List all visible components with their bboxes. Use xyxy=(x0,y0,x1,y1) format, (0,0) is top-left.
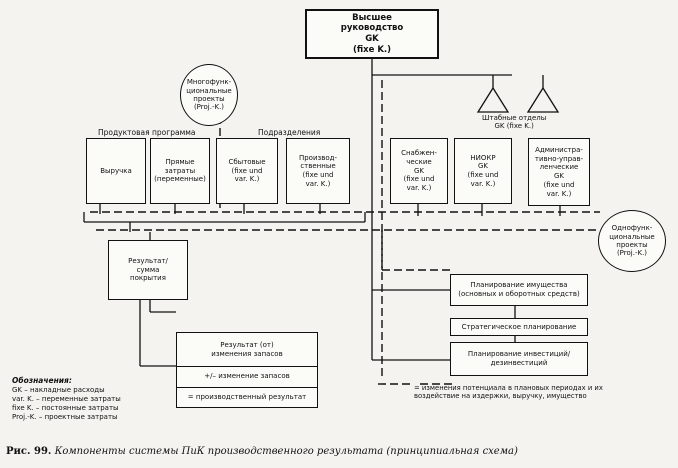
asset-planning-box: Планирование имущества (основных и оборо… xyxy=(450,274,588,306)
production-costs-box: Производ- ственные (fixe und var. K.) xyxy=(286,138,350,204)
top-management-box: Высшее руководство GK (fixe K.) xyxy=(305,9,439,59)
legend-item: GK – накладные расходы xyxy=(12,385,105,394)
inventory-result-title: Результат (от) изменения запасов xyxy=(211,340,283,358)
legend-item: fixe K. – постоянные затраты xyxy=(12,403,119,412)
dashed-line-note: = изменения потенциала в плановых период… xyxy=(414,384,603,401)
supply-overhead-box: Снабжен- ческие GK (fixe und var. K.) xyxy=(390,138,448,204)
figure-caption: Рис. 99. Компоненты системы ПиК производ… xyxy=(6,446,518,457)
investment-planning-box: Планирование инвестиций/ дезинвестиций xyxy=(450,342,588,376)
caption-number: Рис. 99. xyxy=(6,446,52,457)
contribution-box: Результат/ сумма покрытия xyxy=(108,240,188,300)
rnd-overhead-box: НИОКР GK (fixe und var. K.) xyxy=(454,138,512,204)
subdivisions-label: Подразделения xyxy=(258,128,321,137)
inventory-change-text: +/– изменение запасов xyxy=(204,372,290,381)
legend-item: var. K. – переменные затраты xyxy=(12,394,121,403)
multi-function-projects-circle: Многофунк- циональные проекты (Proj.-K.) xyxy=(180,64,238,126)
direct-costs-box: Прямые затраты (переменные) xyxy=(150,138,210,204)
admin-overhead-box: Администра- тивно-управ- ленческие GK (f… xyxy=(528,138,590,206)
legend: Обозначения: GK – накладные расходы var.… xyxy=(12,376,121,422)
strategic-planning-box: Стратегическое планирование xyxy=(450,318,588,336)
inventory-result-box: Результат (от) изменения запасов +/– изм… xyxy=(176,332,318,408)
legend-item: Proj.-K. – проектные затраты xyxy=(12,413,118,422)
staff-departments-label: Штабные отделы GK (fixe K.) xyxy=(482,114,547,131)
production-result-row: = производственный результат xyxy=(177,386,317,407)
legend-header: Обозначения: xyxy=(12,376,72,385)
sales-costs-box: Сбытовые (fixe und var. K.) xyxy=(216,138,278,204)
revenue-box: Выручка xyxy=(86,138,146,204)
product-program-label: Продуктовая программа xyxy=(98,128,196,137)
caption-text: Компоненты системы ПиК производственного… xyxy=(54,446,518,457)
inventory-change-row: +/– изменение запасов xyxy=(177,366,317,386)
production-result-text: = производственный результат xyxy=(187,392,307,401)
single-function-projects-circle: Однофунк- циональные проекты (Proj.-K.) xyxy=(598,210,666,272)
